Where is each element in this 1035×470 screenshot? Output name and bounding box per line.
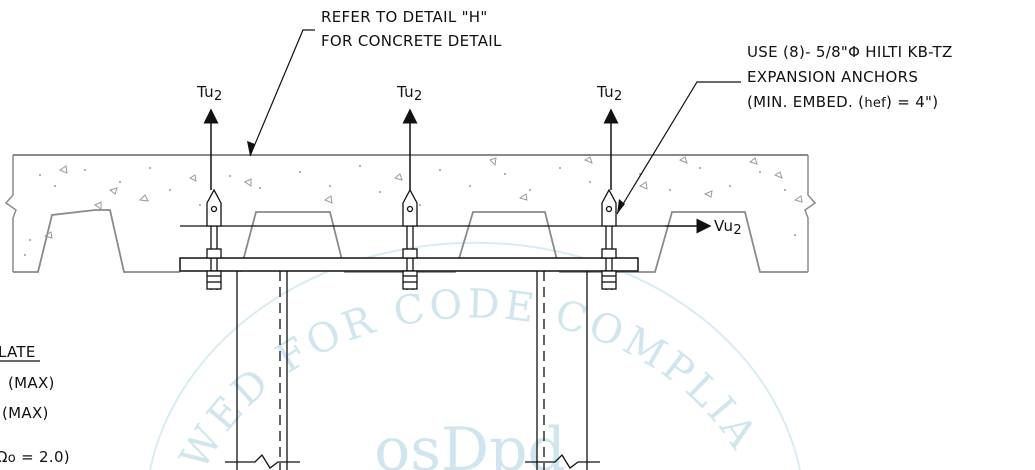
tension-label-center: Tu2 <box>396 83 423 104</box>
slab-break-right <box>804 155 817 272</box>
review-watermark: VIEWED FOR CODE COMPLIANCE osDpd <box>0 0 801 470</box>
anchors <box>206 188 617 290</box>
column-break-left <box>225 453 300 469</box>
aggregate-stipple <box>24 165 796 256</box>
anchor-callout-line1: USE (8)- 5/8"Φ HILTI KB-TZ <box>747 43 953 61</box>
deck-profile-2 <box>239 211 808 273</box>
watermark-logo: osDpd <box>374 415 566 470</box>
tension-label-right: Tu2 <box>596 83 623 104</box>
base-plate <box>179 257 639 272</box>
concrete-slab <box>4 154 817 273</box>
detail-callout-line2: FOR CONCRETE DETAIL <box>321 32 502 50</box>
deck-profile <box>13 209 180 273</box>
aggregate-triangles <box>43 156 803 239</box>
anchor-left <box>206 188 222 290</box>
anchor-leader-arrow <box>617 199 625 214</box>
side-note-line1: (MAX) <box>8 374 55 392</box>
side-note-title: LATE <box>0 343 36 361</box>
anchor-callout-line3: (MIN. EMBED. (hef) = 4") <box>747 93 938 111</box>
steel-columns <box>225 271 600 470</box>
tension-label-left: Tu2 <box>196 83 223 104</box>
column-break-right <box>525 453 600 469</box>
anchor-center <box>402 188 418 290</box>
anchor-callout-line2: EXPANSION ANCHORS <box>747 68 918 86</box>
shear-label: Vu2 <box>714 217 742 238</box>
side-note-line3: Ωo = 2.0) <box>0 448 70 466</box>
tension-arrows <box>203 108 619 190</box>
side-notes: LATE (MAX) (MAX) Ωo = 2.0) <box>0 343 70 466</box>
detail-leader-arrow <box>247 141 255 156</box>
anchor-right <box>601 188 617 290</box>
anchor-leader <box>616 81 741 215</box>
detail-leader <box>249 29 315 157</box>
side-note-line2: (MAX) <box>2 404 49 422</box>
slab-break-left <box>4 155 17 272</box>
watermark-ring <box>149 241 801 470</box>
detail-callout-line1: REFER TO DETAIL "H" <box>321 8 488 26</box>
